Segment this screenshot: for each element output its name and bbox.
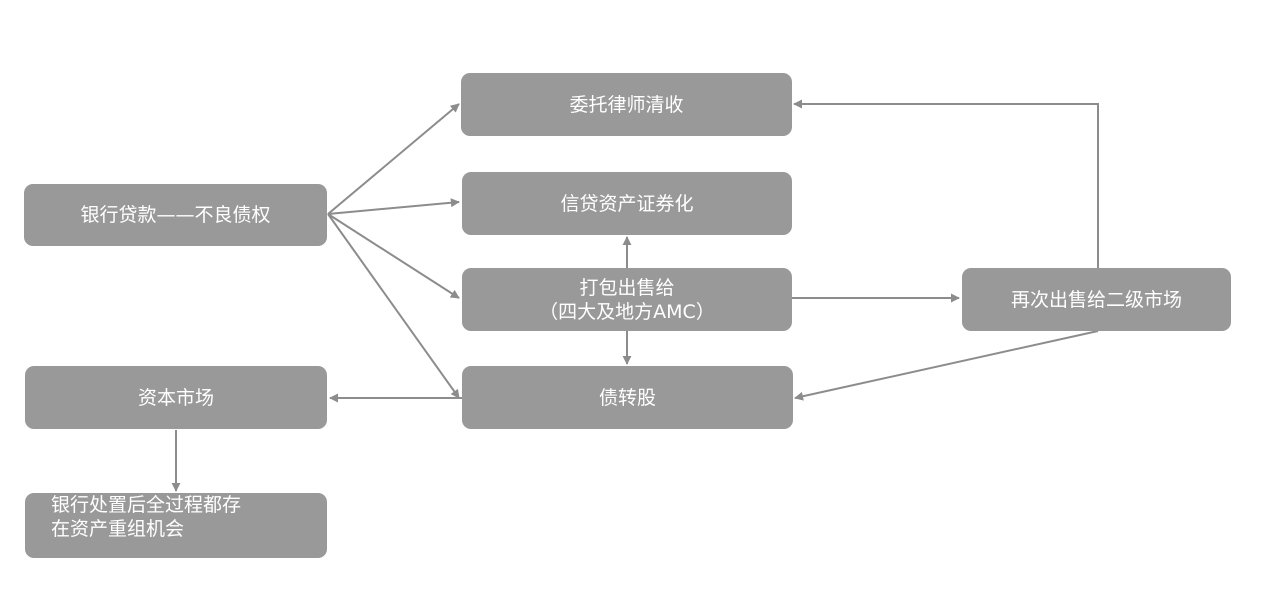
edge-secondary-market-to-lawyer bbox=[793, 99, 1099, 268]
node-debt-to-equity: 债转股 bbox=[462, 366, 793, 429]
node-lawyer-label: 委托律师清收 bbox=[569, 93, 684, 116]
node-package-sale-line1: 打包出售给 bbox=[579, 276, 675, 299]
node-package-sale: 打包出售给 （四大及地方AMC） bbox=[462, 268, 792, 331]
edge-bank-loan-to-securitization bbox=[327, 198, 460, 215]
node-capital-market: 资本市场 bbox=[25, 366, 327, 429]
node-securitization: 信贷资产证券化 bbox=[462, 172, 792, 235]
edge-bank-loan-to-lawyer bbox=[327, 103, 460, 215]
edge-bank-loan-to-debt-to-equity bbox=[327, 213, 460, 399]
node-debt-to-equity-label: 债转股 bbox=[598, 386, 656, 409]
node-capital-market-label: 资本市场 bbox=[137, 386, 214, 409]
node-package-sale-line2: （四大及地方AMC） bbox=[539, 300, 715, 323]
node-restructuring-line1: 银行处置后全过程都存 bbox=[51, 494, 242, 516]
node-restructuring: 银行处置后全过程都存 在资产重组机会 bbox=[25, 493, 327, 558]
edge-bank-loan-to-package-sale bbox=[327, 213, 460, 299]
node-secondary-market-label: 再次出售给二级市场 bbox=[1010, 288, 1182, 311]
node-securitization-label: 信贷资产证券化 bbox=[560, 192, 694, 215]
node-bank-loan-label: 银行贷款——不良债权 bbox=[80, 204, 271, 226]
node-lawyer: 委托律师清收 bbox=[461, 73, 792, 136]
edge-secondary-market-to-debt-to-equity bbox=[794, 330, 1099, 401]
node-restructuring-line2: 在资产重组机会 bbox=[51, 518, 185, 540]
node-secondary-market: 再次出售给二级市场 bbox=[962, 268, 1231, 331]
node-bank-loan: 银行贷款——不良债权 bbox=[24, 184, 327, 246]
